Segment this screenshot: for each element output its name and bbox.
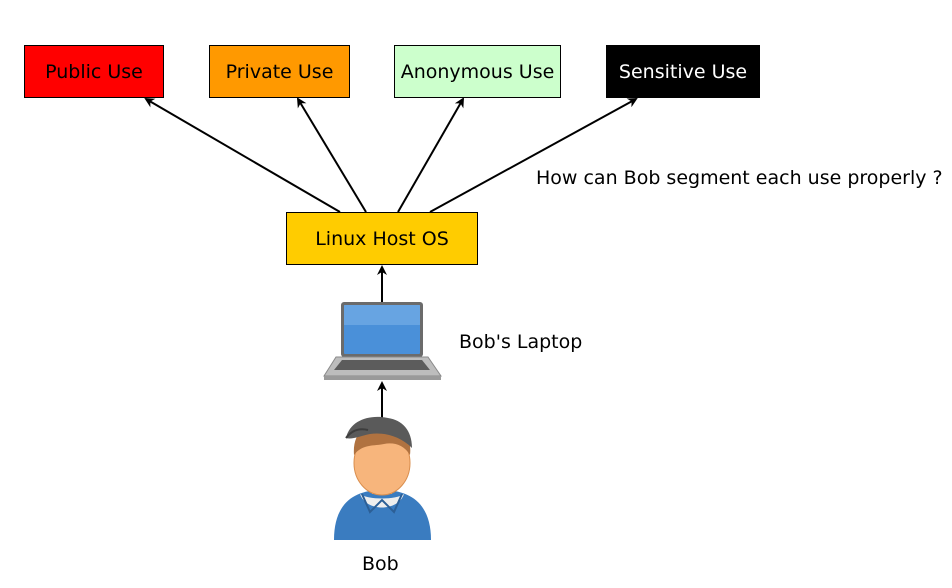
private-use-label: Private Use — [225, 60, 334, 83]
arrow-host-to-sensitive — [429, 98, 638, 213]
sensitive-use-box: Sensitive Use — [606, 45, 760, 98]
linux-host-os-box: Linux Host OS — [286, 212, 478, 265]
user-avatar-icon — [334, 416, 431, 540]
question-text: How can Bob segment each use properly ? — [536, 167, 943, 189]
arrow-host-to-private — [296, 97, 367, 213]
linux-host-os-label: Linux Host OS — [315, 227, 449, 250]
laptop-label: Bob's Laptop — [459, 331, 583, 353]
sensitive-use-label: Sensitive Use — [618, 60, 748, 83]
anonymous-use-label: Anonymous Use — [400, 60, 555, 83]
public-use-label: Public Use — [45, 60, 143, 83]
private-use-box: Private Use — [209, 45, 350, 98]
public-use-box: Public Use — [24, 45, 164, 98]
bob-label: Bob — [362, 553, 399, 575]
arrow-host-to-anonymous — [397, 97, 464, 213]
laptop-icon — [323, 302, 442, 380]
anonymous-use-box: Anonymous Use — [394, 45, 561, 98]
arrow-host-to-public — [144, 97, 341, 213]
